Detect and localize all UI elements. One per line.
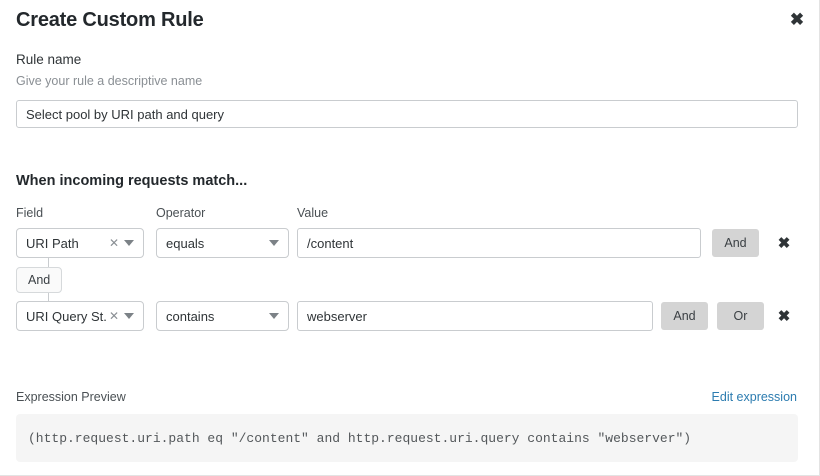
rule-name-help-text: Give your rule a descriptive name [16, 74, 203, 88]
connector-line-top [48, 258, 49, 267]
field-select-value-1: URI Query St... [26, 308, 107, 324]
close-icon[interactable]: ✖ [785, 7, 809, 31]
connector-line-bottom [48, 293, 49, 302]
value-input-1[interactable] [297, 301, 653, 331]
expression-preview-text: (http.request.uri.path eq "/content" and… [28, 430, 692, 446]
column-label-operator: Operator [156, 206, 206, 220]
connector-chip[interactable]: And [16, 267, 63, 293]
row-connector: And [16, 258, 136, 302]
close-small-icon[interactable]: ✕ [108, 309, 119, 323]
page-title: Create Custom Rule [16, 9, 204, 31]
field-select-1[interactable]: URI Query St... ✕ [16, 301, 144, 331]
rule-name-label: Rule name [16, 52, 82, 67]
operator-select-value-1: contains [166, 308, 215, 324]
chevron-down-icon[interactable] [269, 240, 279, 246]
delete-row-button-1[interactable]: ✖ [773, 305, 795, 327]
chevron-down-icon[interactable] [124, 240, 134, 246]
rule-name-input[interactable] [16, 100, 798, 128]
table-row: URI Query St... ✕ contains And Or ✖ [0, 301, 820, 331]
delete-row-button-0[interactable]: ✖ [773, 232, 795, 254]
operator-select-0[interactable]: equals [156, 228, 289, 258]
operator-select-1[interactable]: contains [156, 301, 289, 331]
field-select-0[interactable]: URI Path ✕ [16, 228, 144, 258]
column-label-value: Value [297, 206, 329, 220]
table-row: URI Path ✕ equals And ✖ [0, 228, 820, 258]
edit-expression-link[interactable]: Edit expression [711, 390, 797, 404]
match-section-heading: When incoming requests match... [16, 173, 248, 189]
value-input-0[interactable] [297, 228, 701, 258]
field-select-value-0: URI Path [26, 235, 79, 251]
chevron-down-icon[interactable] [269, 313, 279, 319]
close-small-icon[interactable]: ✕ [108, 236, 119, 250]
chevron-down-icon[interactable] [124, 313, 134, 319]
operator-select-value-0: equals [166, 235, 205, 251]
expression-preview-box: (http.request.uri.path eq "/content" and… [16, 414, 798, 462]
column-label-field: Field [16, 206, 44, 220]
expression-preview-label: Expression Preview [16, 390, 126, 404]
and-button-0[interactable]: And [712, 229, 759, 257]
or-button-1[interactable]: Or [717, 302, 764, 330]
and-button-1[interactable]: And [661, 302, 708, 330]
